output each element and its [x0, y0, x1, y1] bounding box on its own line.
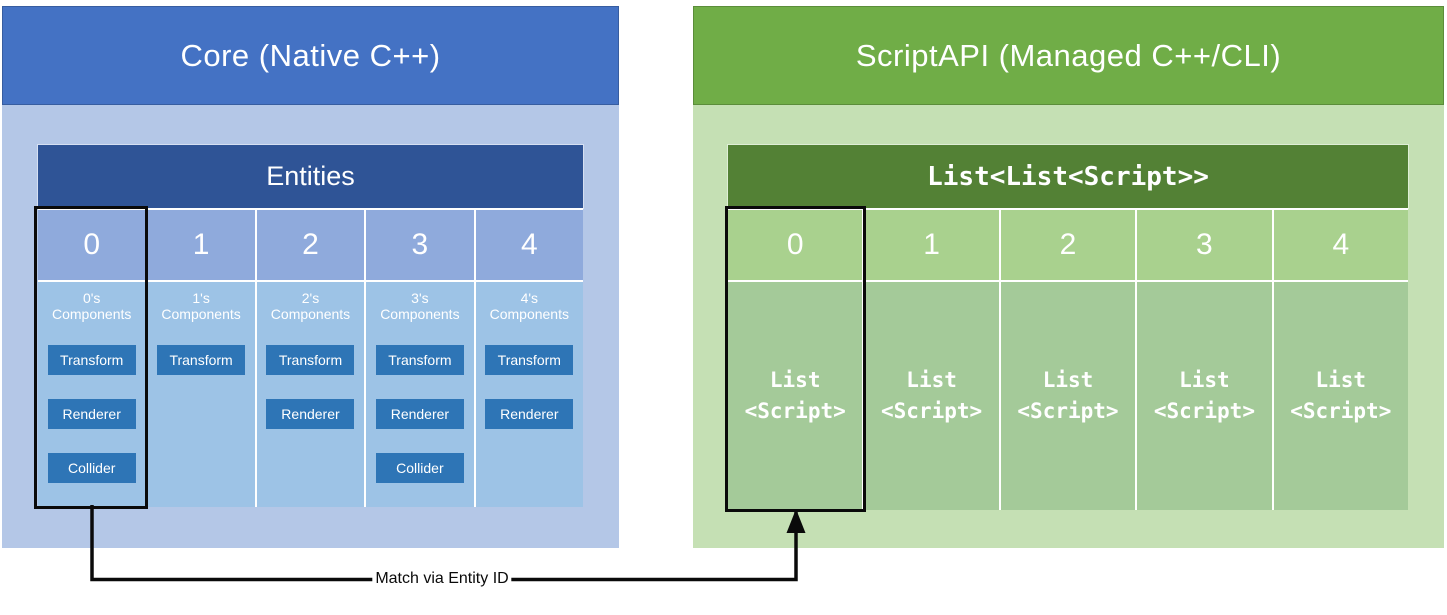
components-label-0: 0's Components	[52, 290, 132, 322]
entity-index-0: 0	[38, 210, 146, 280]
component-box-transform: Transform	[157, 345, 246, 375]
entity-components-cell-2: 2's Components Transform Renderer	[256, 282, 365, 507]
entity-components-cell-3: 3's Components Transform Renderer Collid…	[366, 282, 474, 507]
script-list-table: List<List<Script>> 0 1 2 3 4 List <Scrip…	[728, 145, 1408, 510]
entity-index-2: 2	[256, 210, 365, 280]
component-box-transform: Transform	[375, 345, 464, 375]
script-0-highlight-outline	[725, 206, 866, 512]
script-index-1: 1	[864, 210, 999, 280]
script-list-cell-4: List <Script>	[1273, 282, 1408, 510]
script-index-2: 2	[1000, 210, 1136, 280]
script-list-cell-1: List <Script>	[864, 282, 999, 510]
component-box-renderer: Renderer	[485, 399, 574, 429]
component-box-renderer: Renderer	[375, 399, 464, 429]
component-box-collider: Collider	[375, 453, 464, 483]
component-box-transform: Transform	[266, 345, 355, 375]
component-box-collider: Collider	[47, 453, 136, 483]
entities-table: Entities 0 1 2 3 4 0's Components Transf…	[38, 145, 583, 507]
script-list-table-header: List<List<Script>>	[728, 145, 1408, 208]
component-box-transform: Transform	[47, 345, 136, 375]
entity-index-4: 4	[475, 210, 583, 280]
scriptapi-panel-header: ScriptAPI (Managed C++/CLI)	[693, 6, 1444, 105]
components-label-2: 2's Components	[270, 290, 351, 322]
script-index-0: 0	[728, 210, 863, 280]
core-panel-header: Core (Native C++)	[2, 6, 619, 105]
entities-table-title: Entities	[266, 161, 355, 191]
entity-components-cell-1: 1's Components Transform	[147, 282, 255, 507]
match-connector-label: Match via Entity ID	[372, 570, 512, 588]
component-box-transform: Transform	[485, 345, 574, 375]
entities-table-header: Entities	[38, 145, 583, 208]
components-label-3: 3's Components	[380, 290, 460, 322]
script-list-cell-2: List <Script>	[1000, 282, 1136, 510]
component-box-renderer: Renderer	[266, 399, 355, 429]
entity-components-cell-4: 4's Components Transform Renderer	[475, 282, 583, 507]
scriptapi-panel-title: ScriptAPI (Managed C++/CLI)	[855, 37, 1282, 73]
script-list-cell-3: List <Script>	[1137, 282, 1272, 510]
entity-0-highlight-outline	[34, 206, 148, 509]
script-index-4: 4	[1273, 210, 1408, 280]
script-list-table-title: List<List<Script>>	[927, 161, 1209, 192]
components-label-4: 4's Components	[489, 290, 569, 322]
script-list-cell-0: List <Script>	[728, 282, 863, 510]
script-index-3: 3	[1137, 210, 1272, 280]
component-box-renderer: Renderer	[47, 399, 136, 429]
entity-index-1: 1	[147, 210, 255, 280]
entity-index-3: 3	[366, 210, 474, 280]
entity-components-cell-0: 0's Components Transform Renderer Collid…	[38, 282, 146, 507]
components-label-1: 1's Components	[161, 290, 241, 322]
core-panel-title: Core (Native C++)	[180, 37, 441, 73]
